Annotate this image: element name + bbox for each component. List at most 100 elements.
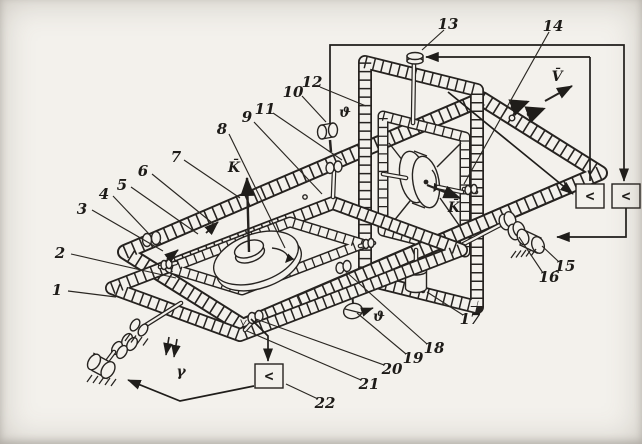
leader-line bbox=[421, 29, 445, 51]
leader-line bbox=[426, 291, 464, 316]
feedback-wires bbox=[127, 44, 630, 402]
gyro-rotor-vertical bbox=[398, 150, 441, 209]
axis-direction-arrow bbox=[164, 249, 179, 263]
leader-line bbox=[253, 121, 323, 195]
motor-right bbox=[516, 228, 546, 254]
callout-label-3: 3 bbox=[77, 200, 87, 218]
right-stabilization-drive bbox=[449, 211, 546, 259]
callout-label-2: 2 bbox=[54, 244, 65, 262]
gyro-rotor-horizontal bbox=[212, 230, 303, 292]
frame-hole bbox=[508, 114, 516, 122]
callout-label-21: 21 bbox=[358, 375, 380, 393]
rotor-hub bbox=[423, 179, 429, 185]
leader-line bbox=[463, 31, 550, 185]
ground-hatching-left-bearing bbox=[124, 333, 149, 346]
leader-line bbox=[130, 186, 199, 235]
platform-hole bbox=[302, 194, 308, 200]
callout-label-1: 1 bbox=[52, 281, 62, 299]
spin-direction-arrow bbox=[431, 169, 441, 193]
gamma-arrow bbox=[163, 336, 173, 356]
callout-label-8: 8 bbox=[217, 120, 228, 138]
leader-line bbox=[356, 312, 407, 355]
amplifier-glyph: < bbox=[585, 187, 594, 205]
pitch-pickoff-pod: ϑ bbox=[342, 287, 385, 325]
leader-line bbox=[67, 290, 117, 298]
amplifier-box-2 bbox=[611, 183, 641, 209]
wire-amp2-to-motor-right bbox=[556, 208, 627, 243]
inner-gimbal-side-bearing bbox=[461, 183, 479, 196]
leader-line bbox=[183, 159, 241, 199]
stabilized-platform: K̄ bbox=[105, 157, 468, 342]
amplifier-glyph: < bbox=[621, 187, 630, 205]
roll-drive-assembly: γ bbox=[86, 300, 186, 387]
amplifier-box-3 bbox=[254, 363, 284, 389]
callout-label-17: 17 bbox=[460, 310, 481, 328]
correction-torquer-knob bbox=[406, 51, 424, 65]
callout-label-15: 15 bbox=[555, 257, 576, 275]
callout-label-5: 5 bbox=[117, 176, 127, 194]
callout-leader-lines bbox=[67, 29, 560, 400]
rate-arrow bbox=[524, 106, 546, 124]
pitch-angle-label-2: ϑ bbox=[373, 309, 385, 325]
motor-left bbox=[86, 352, 116, 380]
kinetic-moment-label-2: K̄ bbox=[447, 197, 461, 216]
amplifier-glyph: < bbox=[264, 367, 273, 385]
velocity-vector-arrow bbox=[544, 85, 573, 102]
gear-discs-left bbox=[110, 332, 139, 360]
callout-label-4: 4 bbox=[99, 185, 109, 203]
leader-line bbox=[319, 86, 367, 107]
pitch-pickoff-sensor: ϑ bbox=[316, 105, 351, 153]
leader-line bbox=[272, 112, 343, 161]
kinetic-moment-label-1: K̄ bbox=[227, 157, 241, 176]
leader-line bbox=[228, 133, 286, 249]
callout-label-11: 11 bbox=[255, 100, 276, 118]
callout-label-6: 6 bbox=[138, 162, 149, 180]
kinetic-moment-arrow-2 bbox=[426, 183, 462, 200]
leader-line bbox=[541, 245, 560, 263]
roll-bearing bbox=[129, 318, 149, 337]
leader-line bbox=[285, 383, 319, 400]
ground-hatching-left-motor bbox=[86, 374, 117, 387]
kinetic-moment-arrow-1 bbox=[240, 176, 255, 253]
leader-line bbox=[301, 95, 327, 123]
axis-direction-arrow bbox=[204, 221, 219, 236]
callout-label-7: 7 bbox=[171, 148, 182, 166]
roll-angle-label: γ bbox=[176, 364, 186, 380]
wire-pickoff-to-amp2 bbox=[329, 44, 630, 182]
rate-arrow bbox=[508, 99, 530, 117]
leader-line bbox=[255, 318, 385, 366]
leader-line bbox=[246, 330, 362, 381]
callout-label-10: 10 bbox=[283, 83, 304, 101]
leader-line bbox=[343, 269, 428, 345]
wire-pickoff-to-amp3 bbox=[250, 318, 274, 362]
leader-line bbox=[151, 173, 217, 227]
velocity-marks: V̄ bbox=[508, 66, 573, 124]
theta-arrow bbox=[360, 307, 374, 317]
wire-amp3-to-motor-left bbox=[127, 379, 255, 402]
gamma-arrow bbox=[171, 338, 181, 358]
vertical-gyro-unit: K̄ bbox=[358, 51, 484, 314]
callout-label-9: 9 bbox=[242, 108, 253, 126]
callout-label-12: 12 bbox=[302, 73, 323, 91]
callout-label-18: 18 bbox=[424, 339, 445, 357]
callout-label-22: 22 bbox=[314, 394, 336, 412]
callout-label-16: 16 bbox=[539, 268, 560, 286]
amplifier-blocks: < < < bbox=[254, 183, 641, 389]
callout-numbers: 1 2 3 4 5 6 7 8 9 10 11 12 13 14 15 16 1… bbox=[52, 15, 576, 412]
wire-gimbal-pickoff-to-amp1 bbox=[447, 91, 574, 195]
leader-line bbox=[70, 253, 177, 279]
callout-label-14: 14 bbox=[543, 17, 564, 35]
callout-label-13: 13 bbox=[438, 15, 459, 33]
leader-line bbox=[112, 195, 152, 237]
amplifier-box-1 bbox=[575, 183, 605, 209]
leader-line bbox=[91, 209, 164, 252]
pitch-angle-label-1: ϑ bbox=[339, 105, 351, 121]
ring-pivot-right bbox=[357, 237, 377, 250]
velocity-vector-label: V̄ bbox=[552, 66, 565, 85]
spin-direction-arrow bbox=[271, 247, 295, 264]
callout-label-19: 19 bbox=[403, 349, 424, 367]
beam-bearing bbox=[335, 259, 352, 275]
ring-pivot-left bbox=[157, 258, 179, 271]
callout-label-20: 20 bbox=[381, 360, 403, 378]
